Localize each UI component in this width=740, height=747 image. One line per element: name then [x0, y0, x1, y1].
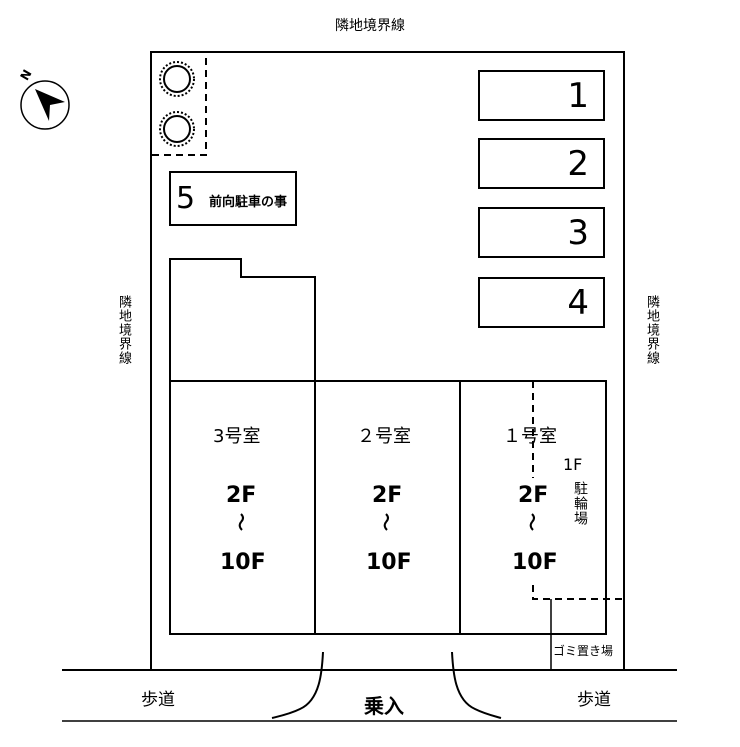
- room-2-floor-from: 2F: [372, 483, 403, 508]
- parking-space-note: 前向駐車の事: [209, 195, 288, 210]
- driveway-curve-right: [451, 651, 502, 719]
- entrance-label: 乗入: [364, 694, 404, 718]
- parking-space-3: 3: [478, 207, 605, 258]
- north-arrow-icon: [20, 80, 70, 130]
- driveway-curve-left: [271, 651, 324, 719]
- room-2-name: ２号室: [357, 426, 411, 447]
- building-annex-outline: [169, 258, 316, 381]
- parking-space-2: 2: [478, 138, 605, 189]
- boundary-label-right: 隣地境界線: [644, 295, 659, 365]
- room-1-name: １号室: [503, 426, 557, 447]
- room-3-floor-from: 2F: [226, 483, 257, 508]
- parking-space-5: 5 前向駐車の事: [169, 171, 297, 226]
- tilde-mark-room2: [383, 513, 389, 531]
- compass: N: [15, 67, 73, 132]
- garbage-area-label: ゴミ置き場: [553, 644, 614, 658]
- parking-space-number: 4: [567, 283, 589, 323]
- boundary-label-left: 隣地境界線: [116, 295, 131, 365]
- building-outline: [169, 380, 607, 635]
- boundary-label-top: 隣地境界線: [335, 18, 405, 34]
- room-3-name: 3号室: [213, 426, 261, 447]
- room-2-floor-to: 10F: [366, 550, 412, 575]
- tilde-mark-room1: [529, 513, 535, 531]
- room-3-floor-to: 10F: [220, 550, 266, 575]
- room-1-floor-to: 10F: [512, 550, 558, 575]
- parking-space-1: 1: [478, 70, 605, 121]
- shrub-icon: [159, 61, 195, 97]
- parking-space-number: 2: [567, 144, 589, 184]
- bike-parking-label: 駐輪場: [572, 481, 588, 526]
- bike-parking-dashed-border-lower: [532, 585, 622, 600]
- tree-area-dashed-border: [152, 52, 207, 156]
- parking-space-number: 3: [567, 213, 589, 253]
- parking-space-number: 1: [567, 76, 589, 116]
- sidewalk-label-right: 歩道: [577, 690, 611, 710]
- parking-space-4: 4: [478, 277, 605, 328]
- sidewalk-label-left: 歩道: [141, 690, 175, 710]
- room-1-floor-from: 2F: [518, 483, 549, 508]
- shrub-icon: [159, 111, 195, 147]
- tilde-mark-room3: [238, 513, 244, 531]
- parking-space-number: 5: [176, 181, 196, 216]
- bike-parking-floor: 1F: [563, 455, 583, 474]
